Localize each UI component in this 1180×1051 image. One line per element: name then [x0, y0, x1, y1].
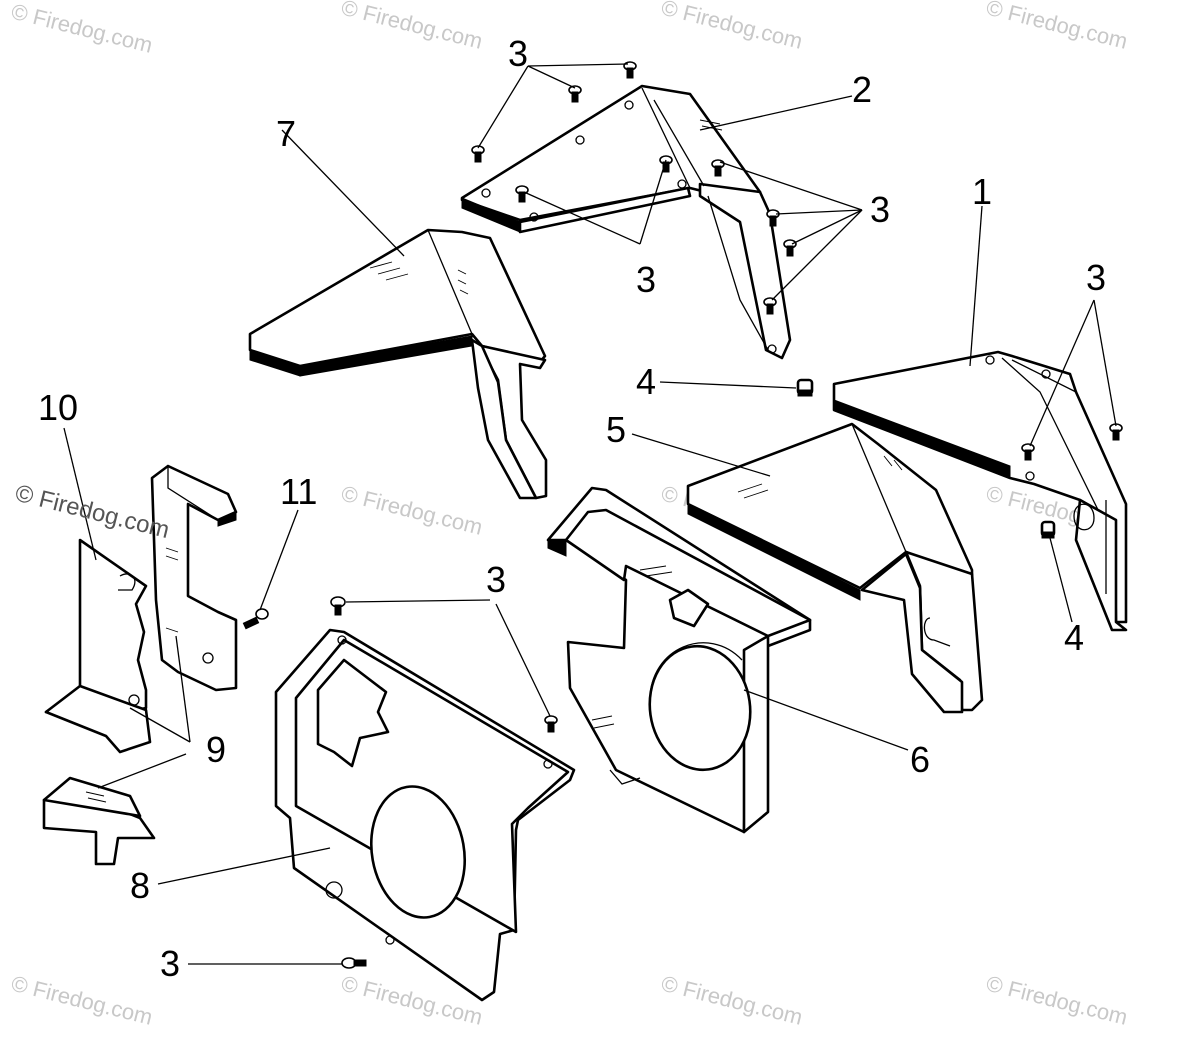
callout-10: 10	[38, 387, 78, 428]
part-6-fan-housing	[546, 486, 812, 834]
screw	[341, 957, 367, 969]
callout-9: 9	[206, 729, 226, 770]
watermark: © Firedog.com	[659, 971, 805, 1030]
screw	[763, 297, 777, 315]
callout-1: 1	[972, 171, 992, 212]
watermark: © Firedog.com	[984, 971, 1130, 1030]
clip	[1040, 520, 1056, 539]
screw	[1021, 443, 1035, 461]
callout-2: 2	[852, 69, 872, 110]
part-1-right-shroud	[832, 350, 1128, 632]
callout-3: 3	[160, 943, 180, 984]
callout-3: 3	[636, 259, 656, 300]
callout-3: 3	[486, 559, 506, 600]
callout-6: 6	[910, 739, 930, 780]
screw	[330, 596, 346, 616]
part-7-left-shroud	[248, 228, 548, 500]
callout-4: 4	[1064, 617, 1084, 658]
callout-4: 4	[636, 361, 656, 402]
part-10-side-plate	[44, 538, 152, 754]
callout-labels: 1 2 3 3 3 3 3 3 4 4 5 6 7 8 9 10 11	[38, 33, 1106, 984]
callout-11: 11	[280, 471, 317, 512]
bolt	[242, 608, 269, 630]
callout-3: 3	[1086, 257, 1106, 298]
part-9-brackets	[42, 464, 238, 866]
screw	[568, 85, 582, 103]
watermark: © Firedog.com	[339, 0, 485, 54]
watermark: © Firedog.com	[659, 0, 805, 54]
screw	[1109, 423, 1123, 441]
callout-3: 3	[870, 189, 890, 230]
callout-7: 7	[276, 113, 296, 154]
watermark: © Firedog.com	[984, 0, 1130, 54]
callout-8: 8	[130, 865, 150, 906]
part-5-middle-shroud	[686, 422, 984, 714]
screw	[783, 239, 797, 257]
screw	[544, 715, 558, 733]
callout-3: 3	[508, 33, 528, 74]
part-8-front-panel	[274, 628, 576, 1002]
watermark: © Firedog.com	[9, 971, 155, 1030]
watermark: © Firedog.com	[339, 481, 485, 540]
screw	[623, 61, 637, 79]
watermark: © Firedog.com	[9, 0, 155, 58]
callout-5: 5	[606, 409, 626, 450]
clip	[796, 378, 814, 397]
watermark: © Firedog.com	[13, 480, 173, 544]
screw	[471, 145, 485, 163]
leader-lines	[63, 63, 1117, 965]
